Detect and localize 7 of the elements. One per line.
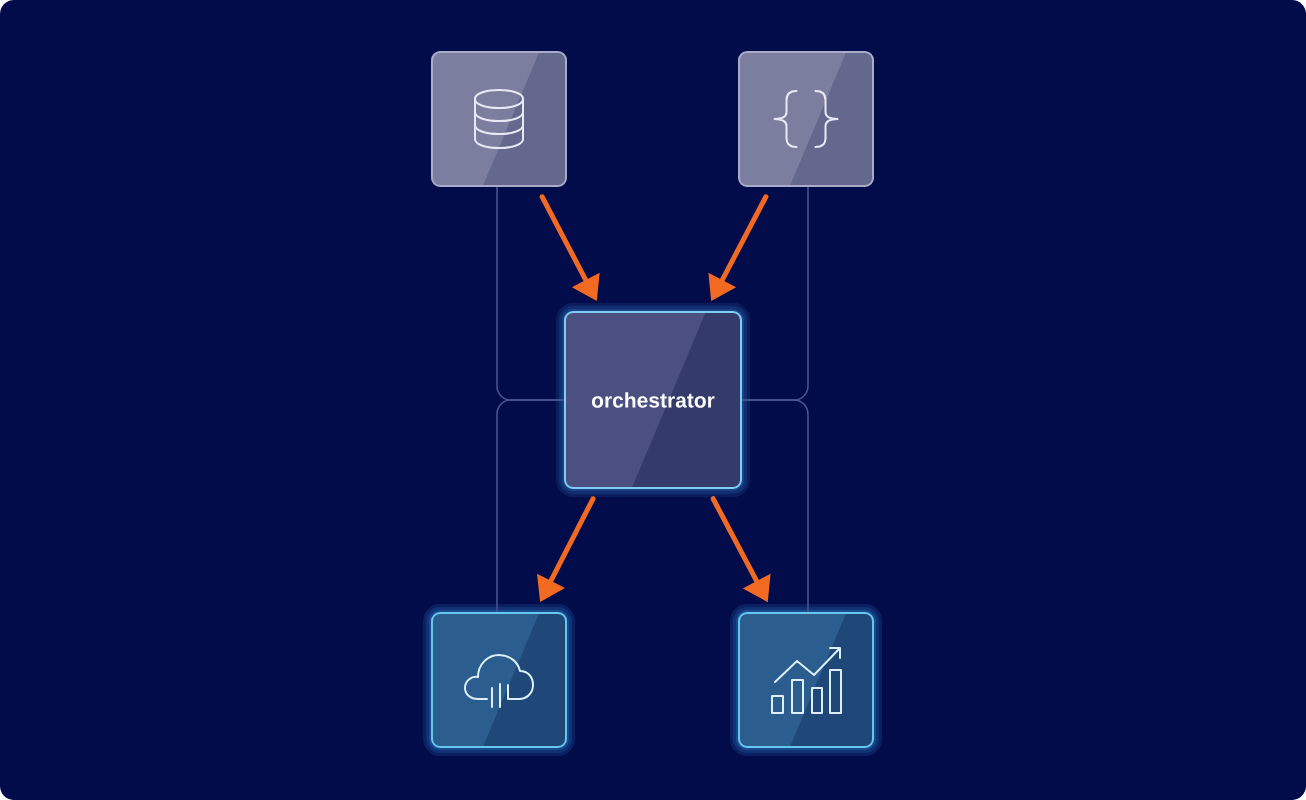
- connector-line: [496, 399, 565, 613]
- tile: [730, 604, 882, 756]
- tile: [423, 604, 575, 756]
- process-box: orchestrator: [556, 303, 750, 497]
- tile: [738, 51, 874, 187]
- tile: [431, 51, 567, 187]
- connector-line: [741, 399, 809, 613]
